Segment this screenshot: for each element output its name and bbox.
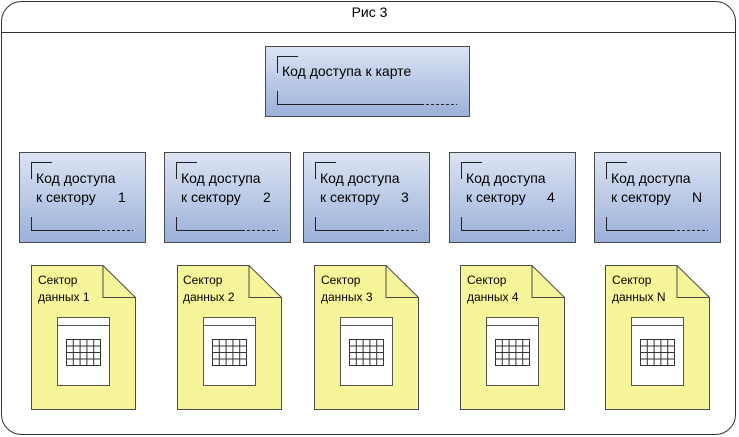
data-sector-line2: данных 4 bbox=[467, 290, 519, 304]
sector-key-shape-1-bracket bbox=[31, 162, 52, 179]
data-sector-doc-shape-1-fold bbox=[102, 265, 136, 298]
sector-key-line2: к сектору bbox=[466, 189, 526, 205]
sector-key-shape-3-bracket bbox=[315, 162, 336, 179]
sector-key-line1: Код доступа bbox=[320, 170, 400, 186]
data-sector-doc-shape-2-fold bbox=[248, 265, 282, 298]
sector-key-shape-4-underline bbox=[461, 217, 527, 231]
sector-key-shape-3-underline bbox=[315, 217, 381, 231]
sector-key-line1: Код доступа bbox=[611, 170, 691, 186]
card-key-shape-underline bbox=[277, 91, 421, 105]
sector-key-number: 3 bbox=[401, 189, 409, 205]
card-key-label: Код доступа к карте bbox=[282, 63, 412, 79]
card-key-shape-bracket bbox=[277, 56, 298, 73]
data-sector-line1: Сектор bbox=[183, 273, 223, 287]
sector-key-line1: Код доступа bbox=[36, 170, 116, 186]
sector-key-number: N bbox=[692, 189, 703, 205]
sector-key-number: 4 bbox=[547, 189, 555, 205]
sector-key-shape-4 bbox=[449, 152, 576, 243]
sector-key-shape-2-underline bbox=[176, 217, 242, 231]
sector-key-number: 2 bbox=[263, 189, 271, 205]
data-sector-line1: Сектор bbox=[38, 273, 78, 287]
data-sector-line2: данных 2 bbox=[183, 290, 235, 304]
data-sector-line2: данных 3 bbox=[321, 290, 373, 304]
sector-key-shape-1-underline bbox=[31, 217, 97, 231]
sector-key-shape-5-underline bbox=[606, 217, 672, 231]
sector-key-shape-1 bbox=[19, 152, 146, 243]
figure-title: Рис 3 bbox=[351, 4, 388, 20]
sector-key-number: 1 bbox=[118, 189, 126, 205]
sector-key-shape-5-bracket bbox=[606, 162, 627, 179]
sector-key-line2: к сектору bbox=[36, 189, 96, 205]
data-sector-line1: Сектор bbox=[612, 273, 652, 287]
sector-key-shape-5 bbox=[594, 152, 721, 243]
sector-key-shape-2-bracket bbox=[176, 162, 197, 179]
sector-key-line2: к сектору bbox=[181, 189, 241, 205]
sector-key-shape-3 bbox=[303, 152, 430, 243]
sector-key-shape-2 bbox=[164, 152, 291, 243]
data-sector-line2: данных 1 bbox=[38, 290, 90, 304]
sector-key-line1: Код доступа bbox=[181, 170, 261, 186]
data-sector-line1: Сектор bbox=[467, 273, 507, 287]
data-sector-doc-shape-4-fold bbox=[531, 265, 565, 298]
data-sector-line1: Сектор bbox=[321, 273, 361, 287]
data-sector-line2: данных N bbox=[612, 290, 666, 304]
sector-key-line2: к сектору bbox=[611, 189, 671, 205]
sector-key-shape-4-bracket bbox=[461, 162, 482, 179]
sector-key-line2: к сектору bbox=[320, 189, 380, 205]
sector-key-line1: Код доступа bbox=[466, 170, 546, 186]
data-sector-doc-shape-3-fold bbox=[385, 265, 419, 298]
data-sector-doc-shape-5-fold bbox=[676, 265, 710, 298]
